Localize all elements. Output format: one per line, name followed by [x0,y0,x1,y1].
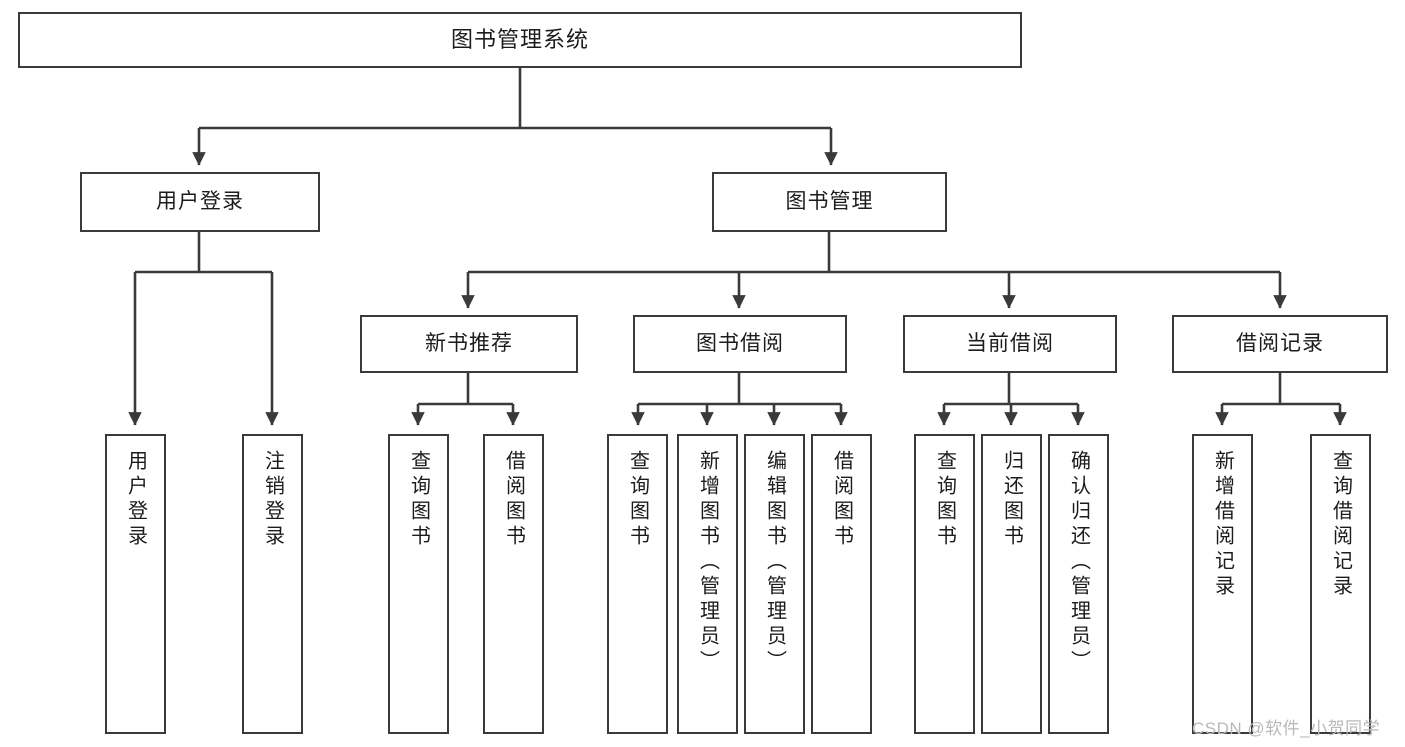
leaf-query-book-current[interactable]: 查询图书 [914,434,975,734]
leaf-query-book-recommend[interactable]: 查询图书 [388,434,449,734]
leaf-query-book-borrow[interactable]: 查询图书 [607,434,668,734]
leaf-logout[interactable]: 注销登录 [242,434,303,734]
leaf-add-borrow-record[interactable]: 新增借阅记录 [1192,434,1253,734]
node-label: 查询图书 [933,450,956,550]
leaf-borrow-book-recommend[interactable]: 借阅图书 [483,434,544,734]
node-label: 注销登录 [261,450,284,550]
leaf-query-borrow-record[interactable]: 查询借阅记录 [1310,434,1371,734]
node-label: 新增图书（管理员） [696,450,719,675]
node-label: 确认归还（管理员） [1067,450,1090,675]
leaf-edit-book-admin[interactable]: 编辑图书（管理员） [744,434,805,734]
node-label: 归还图书 [1000,450,1023,550]
leaf-borrow-book[interactable]: 借阅图书 [811,434,872,734]
node-label: 图书管理系统 [450,27,589,53]
node-label: 新增借阅记录 [1211,450,1234,600]
node-book-management[interactable]: 图书管理 [712,172,947,232]
node-label: 用户登录 [124,450,147,550]
node-label: 新书推荐 [425,331,513,355]
node-label: 图书管理 [785,189,874,213]
node-user-login[interactable]: 用户登录 [80,172,320,232]
node-label: 借阅图书 [830,450,853,550]
node-label: 查询图书 [626,450,649,550]
node-label: 借阅图书 [502,450,525,550]
leaf-confirm-return-admin[interactable]: 确认归还（管理员） [1048,434,1109,734]
node-current-borrow[interactable]: 当前借阅 [903,315,1117,373]
csdn-watermark: CSDN @软件_小贺同学 [1192,719,1381,738]
node-label: 查询图书 [407,450,430,550]
node-book-borrow[interactable]: 图书借阅 [633,315,847,373]
leaf-user-login[interactable]: 用户登录 [105,434,166,734]
node-label: 查询借阅记录 [1329,450,1352,600]
node-borrow-record[interactable]: 借阅记录 [1172,315,1388,373]
node-root-system[interactable]: 图书管理系统 [18,12,1022,68]
node-label: 图书借阅 [696,331,784,355]
node-label: 编辑图书（管理员） [763,450,786,675]
node-new-book-recommend[interactable]: 新书推荐 [360,315,578,373]
node-label: 当前借阅 [966,331,1054,355]
leaf-add-book-admin[interactable]: 新增图书（管理员） [677,434,738,734]
node-label: 借阅记录 [1236,331,1324,355]
leaf-return-book[interactable]: 归还图书 [981,434,1042,734]
node-label: 用户登录 [156,189,244,213]
